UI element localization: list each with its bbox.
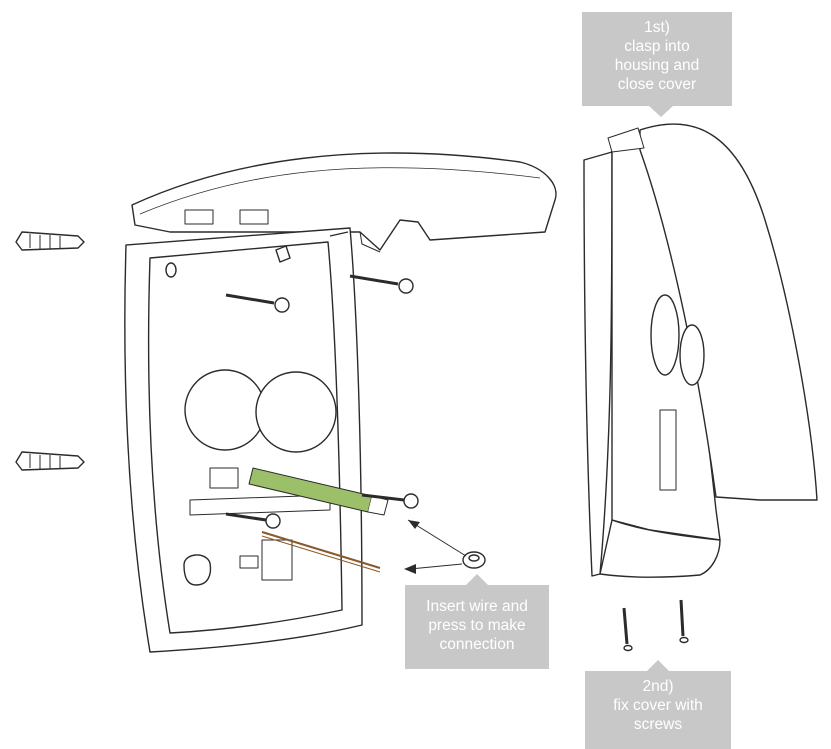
cable-icon xyxy=(248,467,389,516)
closed-housing xyxy=(583,123,818,578)
wire-connector-icon xyxy=(462,551,486,569)
screw-icon xyxy=(225,512,281,529)
callout-step-2-pointer xyxy=(647,660,669,671)
wall-plug-icon xyxy=(15,451,85,471)
wall-plug-icon xyxy=(15,231,85,251)
screw-icon xyxy=(622,607,633,652)
callout-step-1-pointer xyxy=(649,106,673,117)
screw-icon xyxy=(225,293,290,313)
screw-icon xyxy=(679,599,689,644)
callout-step-1: 1st) clasp into housing and close cover xyxy=(582,12,732,106)
callout-insert-wire-pointer xyxy=(466,574,488,585)
callout-step-2: 2nd) fix cover with screws xyxy=(585,671,731,749)
housing-base xyxy=(124,227,363,653)
screw-icon xyxy=(349,274,414,294)
callout-insert-wire: Insert wire and press to make connection xyxy=(405,585,549,669)
screw-icon xyxy=(361,493,419,509)
housing-lid xyxy=(131,152,557,253)
